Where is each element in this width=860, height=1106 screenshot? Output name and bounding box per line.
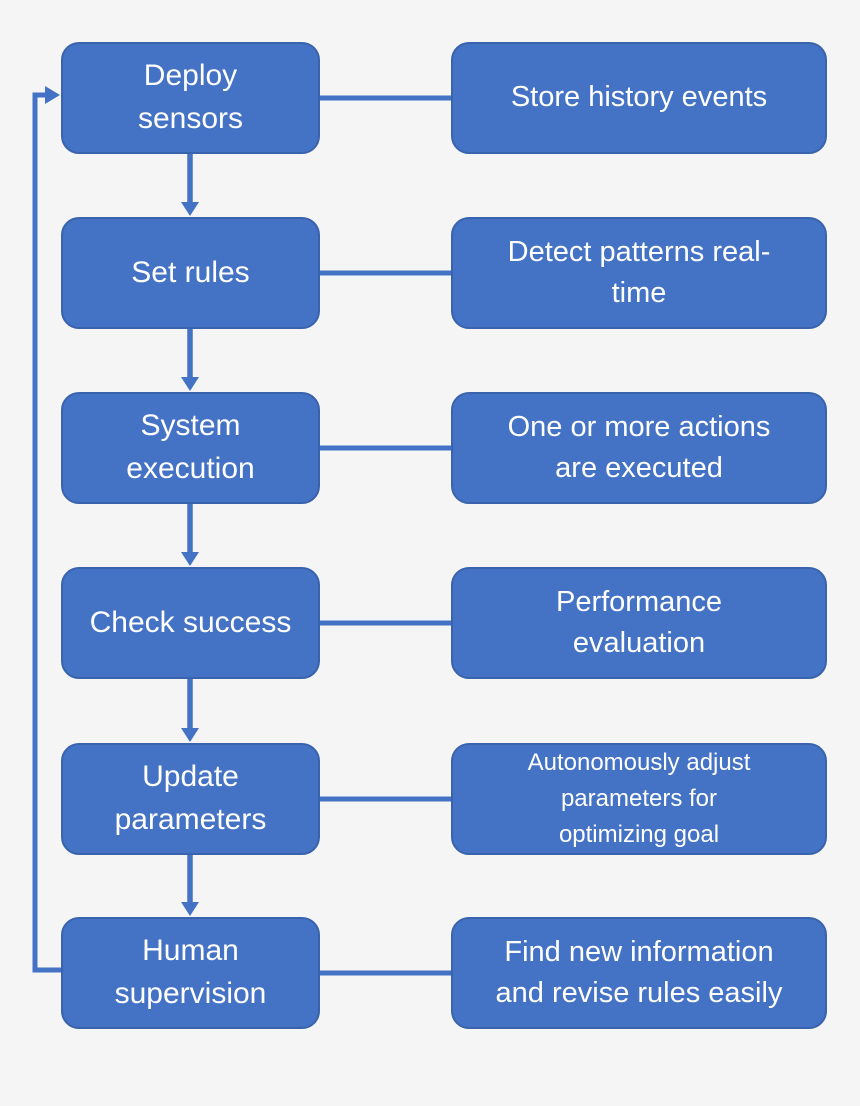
detail-box-autonomously-adjust: Autonomously adjust parameters for optim… <box>451 743 827 855</box>
step-box-deploy-sensors: Deploy sensors <box>61 42 320 154</box>
feedback-loop-arrow <box>32 86 61 973</box>
arrow-updateparameters-to-humansupervision <box>181 855 199 916</box>
detail-box-detect-patterns: Detect patterns real- time <box>451 217 827 329</box>
step-box-system-execution: System execution <box>61 392 320 504</box>
detail-box-store-history-events: Store history events <box>451 42 827 154</box>
detail-box-find-new-information: Find new information and revise rules ea… <box>451 917 827 1029</box>
step-box-human-supervision: Human supervision <box>61 917 320 1029</box>
step-box-update-parameters: Update parameters <box>61 743 320 855</box>
arrow-setrules-to-systemexecution <box>181 329 199 391</box>
arrow-systemexecution-to-checksuccess <box>181 504 199 566</box>
arrow-checksuccess-to-updateparameters <box>181 679 199 742</box>
step-box-check-success: Check success <box>61 567 320 679</box>
detail-box-performance-evaluation: Performance evaluation <box>451 567 827 679</box>
arrow-deploy-to-setrules <box>181 154 199 216</box>
step-box-set-rules: Set rules <box>61 217 320 329</box>
detail-box-actions-executed: One or more actions are executed <box>451 392 827 504</box>
